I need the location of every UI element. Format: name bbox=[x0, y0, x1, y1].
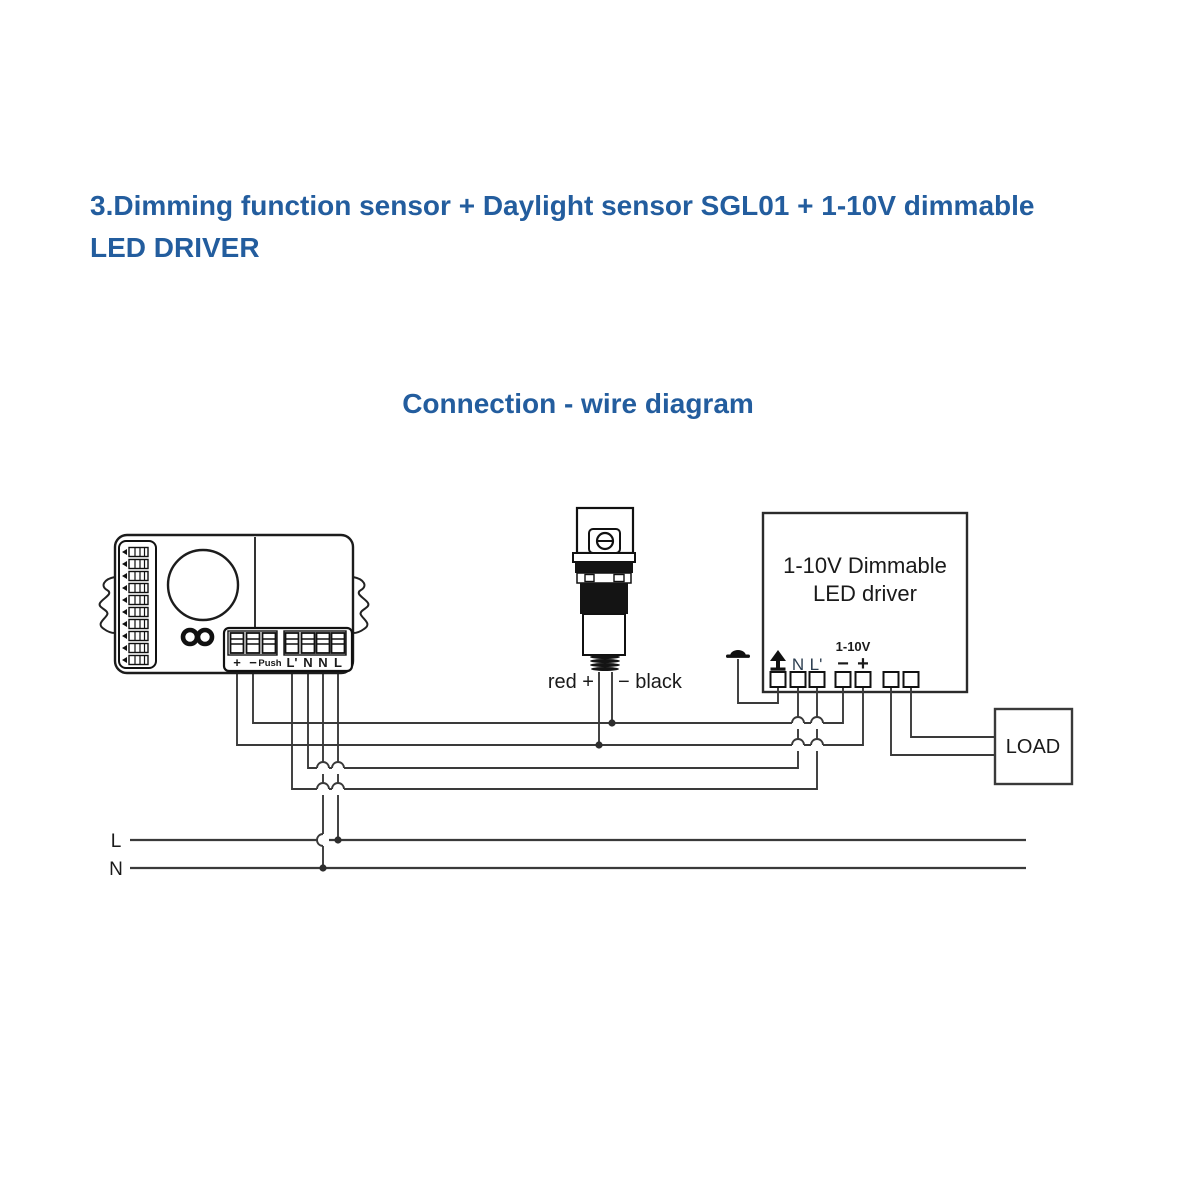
daylight-sensor: red + − black bbox=[548, 506, 683, 693]
page-title-line1: 3.Dimming function sensor + Daylight sen… bbox=[90, 190, 1035, 221]
mount-tab-right bbox=[352, 576, 370, 634]
wire-hops bbox=[316, 716, 824, 847]
infinity-icon bbox=[180, 627, 215, 647]
load-box: LOAD bbox=[993, 707, 1074, 786]
wire-sensor-minus bbox=[252, 671, 844, 724]
load-label: LOAD bbox=[1006, 736, 1060, 758]
junction-dots bbox=[319, 719, 616, 872]
daylight-red-label: red + bbox=[548, 671, 594, 693]
sensor-terminal-n1: N bbox=[303, 655, 312, 670]
daylight-black-label: − black bbox=[618, 671, 683, 693]
sensor-terminal-plus: + bbox=[233, 655, 241, 670]
driver-terminal-n-label: N bbox=[792, 655, 804, 674]
led-driver-terminals: N L' 1-10V − + bbox=[769, 639, 920, 688]
diagram-heading: Connection - wire diagram bbox=[402, 388, 754, 419]
sensor-terminal-n2: N bbox=[318, 655, 327, 670]
threaded-tail bbox=[590, 655, 620, 671]
wire-sensor-lprime bbox=[291, 671, 818, 790]
sensor-terminal-lprime: L' bbox=[286, 655, 297, 670]
driver-terminal-lprime-label: L' bbox=[810, 655, 823, 674]
led-driver-name-line2: LED driver bbox=[813, 581, 917, 606]
sensor-terminal-minus: − bbox=[249, 655, 257, 670]
mains-neutral-label: N bbox=[109, 859, 123, 880]
driver-dim-label: 1-10V bbox=[836, 639, 871, 654]
page-title: 3.Dimming function sensor + Daylight sen… bbox=[90, 185, 1110, 269]
led-driver-box: 1-10V Dimmable LED driver bbox=[761, 511, 969, 694]
earth-ground-icon bbox=[726, 650, 750, 658]
earth-terminal-arrow-icon bbox=[770, 650, 786, 671]
sensor-terminal-block: + − Push L' N N L bbox=[222, 626, 354, 673]
wire-sensor-plus bbox=[236, 671, 864, 746]
mains-live-label: L bbox=[111, 831, 122, 852]
motion-sensor: + − Push L' N N L bbox=[98, 533, 370, 675]
wire-driver-out2 bbox=[890, 687, 995, 756]
wire-driver-earth bbox=[737, 659, 779, 704]
page-title-line2: LED DRIVER bbox=[90, 232, 260, 263]
sensor-terminal-l: L bbox=[334, 655, 342, 670]
mount-tab-left bbox=[98, 576, 116, 634]
wire-driver-out1 bbox=[910, 687, 995, 738]
sensor-lens bbox=[166, 548, 240, 622]
driver-terminal-plus-label: + bbox=[857, 653, 869, 675]
driver-terminal-minus-label: − bbox=[837, 653, 849, 675]
dip-switch-panel bbox=[118, 540, 157, 669]
sensor-terminal-push: Push bbox=[258, 658, 281, 669]
led-driver-name-line1: 1-10V Dimmable bbox=[783, 553, 947, 578]
